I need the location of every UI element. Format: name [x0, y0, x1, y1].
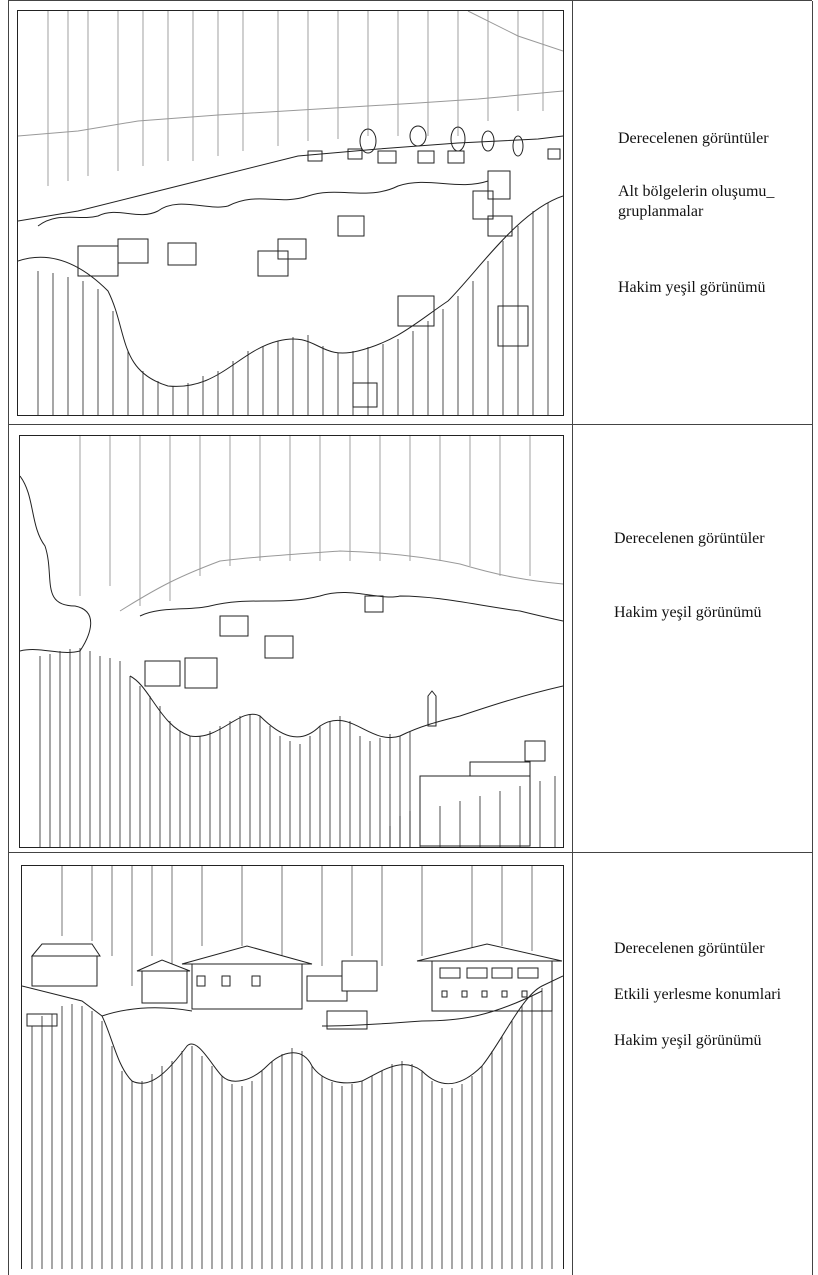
- sketch-1-drawing: [18, 11, 563, 415]
- sketch-2-frame: [19, 435, 564, 848]
- row-2-label-cell: Derecelenen görüntüler Hakim yeşil görün…: [572, 425, 813, 853]
- row-2-label-green-view: Hakim yeşil görünümü: [614, 604, 762, 621]
- sketch-3-frame: [21, 865, 564, 1269]
- row-3-label-settlement-positions: Etkili yerlesme konumlari: [614, 986, 782, 1003]
- row-2-label-graded-views: Derecelenen görüntüler: [614, 530, 765, 547]
- row-3-image-cell: [8, 853, 573, 1275]
- row-1-label-subregions: Alt bölgelerin oluşumu_: [618, 183, 775, 200]
- sketch-3-drawing: [22, 866, 563, 1269]
- row-1-image-cell: [8, 1, 573, 425]
- row-1-label-green-view: Hakim yeşil görünümü: [618, 279, 766, 296]
- sketch-1-frame: [17, 10, 564, 416]
- row-1: Derecelenen görüntüler Alt bölgelerin ol…: [8, 0, 813, 425]
- row-3-label-green-view: Hakim yeşil görünümü: [614, 1032, 762, 1049]
- row-1-label-groupings: gruplanmalar: [618, 203, 704, 220]
- row-3-label-graded-views: Derecelenen görüntüler: [614, 940, 765, 957]
- row-3-label-cell: Derecelenen görüntüler Etkili yerlesme k…: [572, 853, 813, 1275]
- row-3: Derecelenen görüntüler Etkili yerlesme k…: [8, 852, 813, 1275]
- sketch-comparison-table: Derecelenen görüntüler Alt bölgelerin ol…: [8, 0, 813, 1275]
- row-2: Derecelenen görüntüler Hakim yeşil görün…: [8, 424, 813, 853]
- row-1-label-cell: Derecelenen görüntüler Alt bölgelerin ol…: [572, 1, 813, 425]
- row-1-label-graded-views: Derecelenen görüntüler: [618, 130, 769, 147]
- sketch-2-drawing: [20, 436, 563, 847]
- row-2-image-cell: [8, 425, 573, 853]
